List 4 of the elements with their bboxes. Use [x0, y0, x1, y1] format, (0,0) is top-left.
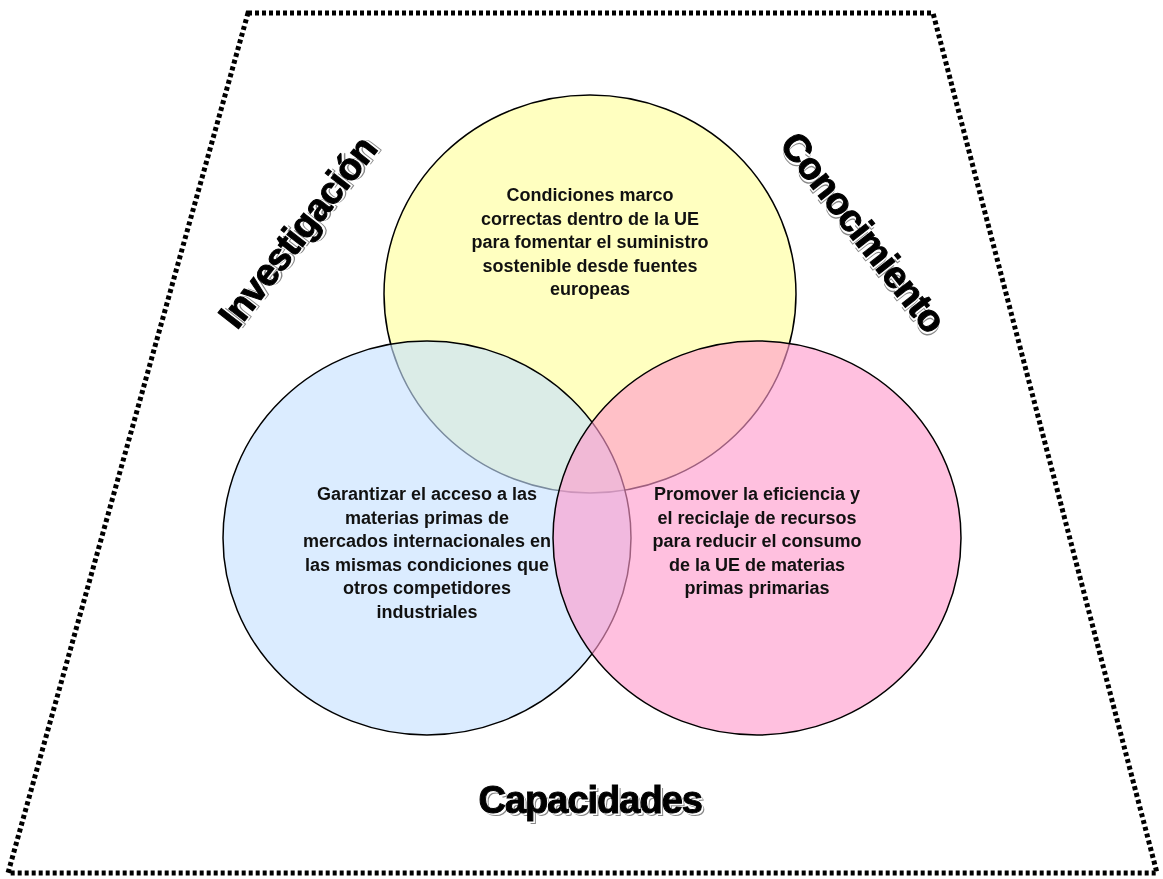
circle-text: Promover la eficiencia y el reciclaje de recursos para reducir el consumo de la UE de materias primas primarias	[652, 483, 862, 600]
circle-text: Condiciones marco correctas dentro de la UE para fomentar el suministro sostenible desde fuentes europeas	[470, 184, 710, 301]
circle-text: Garantizar el acceso a las materias primas de mercados internacionales en las mismas condiciones que otros competidores industriales	[301, 483, 553, 624]
section-heading: Capacidades	[478, 778, 702, 822]
